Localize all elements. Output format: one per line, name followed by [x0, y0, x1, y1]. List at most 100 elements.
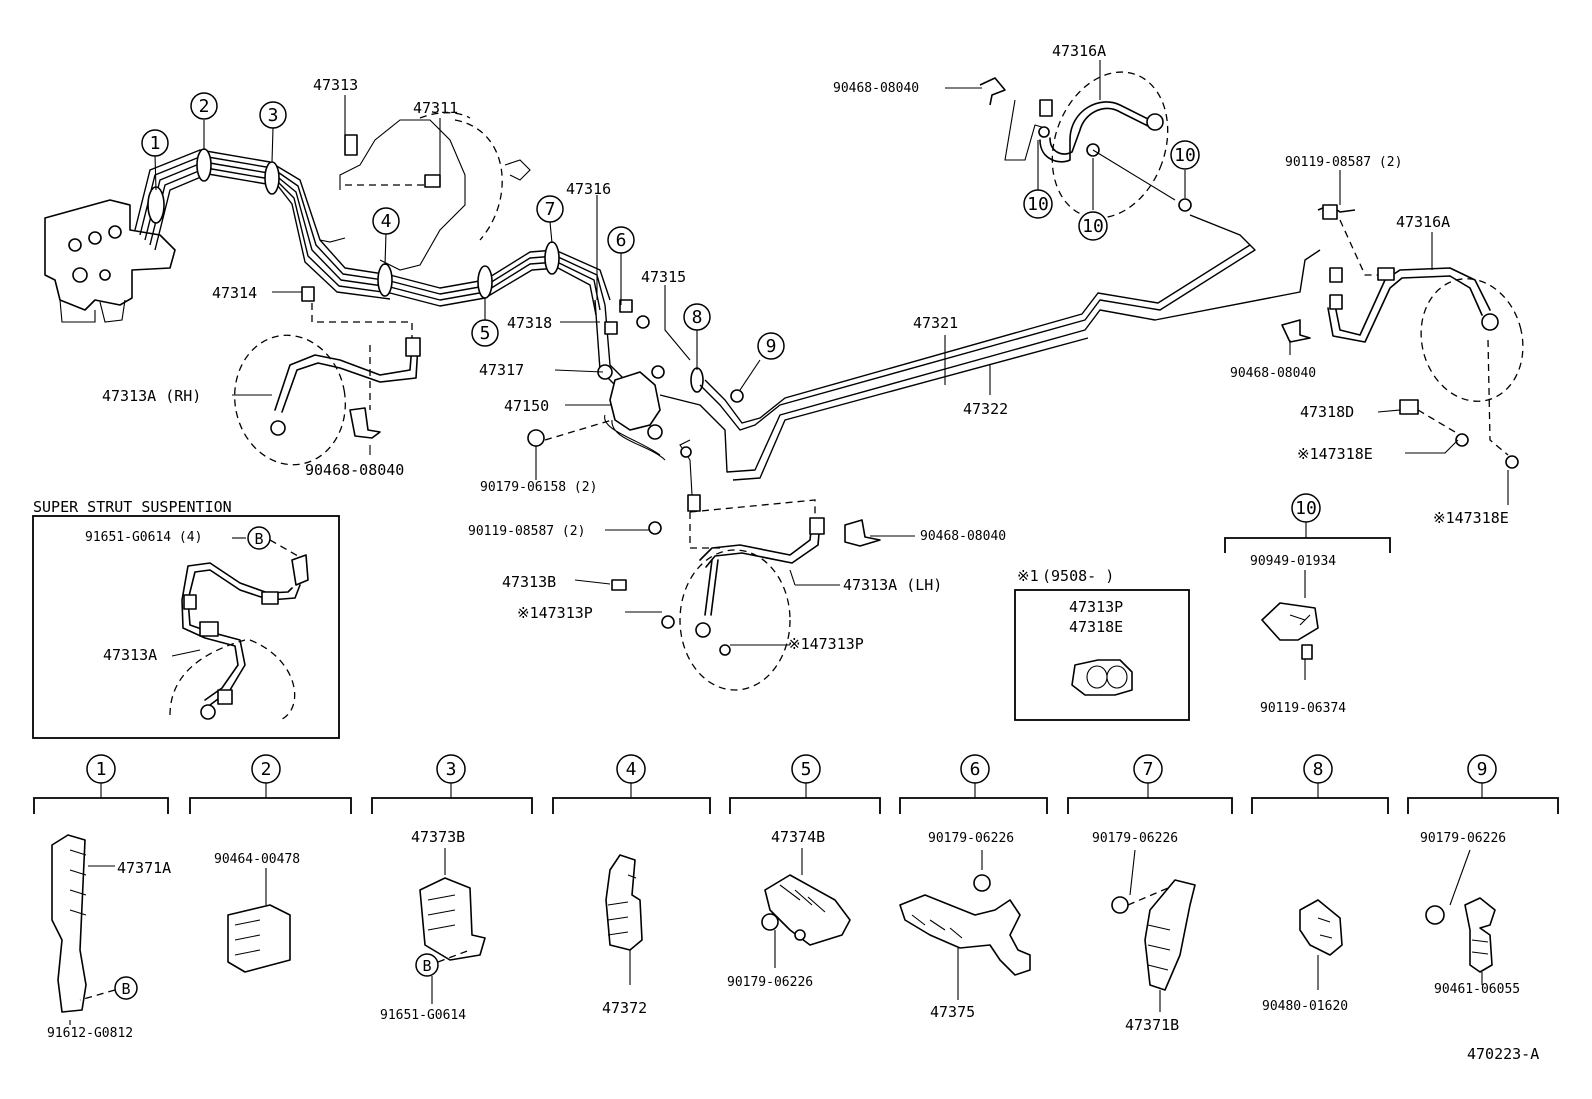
svg-text:8: 8 — [692, 307, 703, 328]
svg-text:(9508- ): (9508- ) — [1042, 567, 1114, 585]
svg-text:3: 3 — [268, 105, 279, 126]
label-90119-08587-b: 90119-08587 (2) — [468, 524, 585, 539]
label-90468-08040-c: 90468-08040 — [1230, 366, 1316, 381]
svg-text:4: 4 — [381, 211, 392, 232]
details-row: 1 47371A B 91612-G0812 2 90464-00478 3 4… — [33, 754, 1559, 1041]
label-47321: 47321 — [913, 314, 958, 332]
label-91651-G0614: 91651-G0614 — [380, 1008, 466, 1023]
svg-text:7: 7 — [1143, 759, 1154, 780]
lh-front-hose — [611, 494, 881, 691]
label-147318E-a: ※147318E — [1297, 445, 1373, 463]
callout-5: 5 — [471, 319, 499, 347]
svg-text:3: 3 — [446, 759, 457, 780]
label-47318D: 47318D — [1300, 403, 1354, 421]
label-47313: 47313 — [313, 76, 358, 94]
label-47311: 47311 — [413, 99, 458, 117]
svg-text:B: B — [121, 980, 130, 998]
label-47313A-rh: 47313A (RH) — [102, 387, 201, 405]
label-90179-06226-c: 90179-06226 — [1092, 831, 1178, 846]
svg-text:8: 8 — [1313, 759, 1324, 780]
detail-10: 10 90949-01934 90119-06374 — [1224, 493, 1391, 716]
callout-7: 7 — [536, 195, 564, 223]
svg-text:9: 9 — [766, 336, 777, 357]
label-47316A-a: 47316A — [1052, 42, 1106, 60]
label-147313P-b: ※147313P — [788, 635, 864, 653]
label-47315: 47315 — [641, 268, 686, 286]
label-47318: 47318 — [507, 314, 552, 332]
label-47322: 47322 — [963, 400, 1008, 418]
svg-text:47318E: 47318E — [1069, 618, 1123, 636]
inset-title: SUPER STRUT SUSPENTION — [33, 498, 232, 516]
detail-6: 6 90179-06226 47375 — [899, 754, 1048, 1021]
svg-text:5: 5 — [801, 759, 812, 780]
label-47313A: 47313A — [103, 646, 157, 664]
main-callouts: 1 2 3 4 5 7 6 8 9 10 10 10 — [141, 92, 1200, 360]
proportioning-valve — [527, 299, 666, 461]
detail-4: 4 47372 — [552, 754, 711, 1017]
svg-text:7: 7 — [545, 199, 556, 220]
detail-5: 5 47374B 90179-06226 — [727, 754, 881, 990]
label-90464-00478: 90464-00478 — [214, 852, 300, 867]
detail-7: 7 90179-06226 47371B — [1067, 754, 1233, 1034]
detail-9: 9 90179-06226 90461-06055 — [1407, 754, 1559, 997]
detail-2: 2 90464-00478 — [189, 754, 352, 973]
label-47375: 47375 — [930, 1003, 975, 1021]
leader-lines — [154, 60, 1509, 646]
marker-b-inset: B — [247, 526, 271, 550]
label-47371B: 47371B — [1125, 1016, 1179, 1034]
callout-9: 9 — [757, 332, 785, 360]
label-47374B: 47374B — [771, 828, 825, 846]
rr-hose — [1281, 204, 1524, 469]
label-90468-08040-b: 90468-08040 — [833, 81, 919, 96]
diagram-id: 470223-A — [1467, 1045, 1539, 1063]
abs-actuator — [44, 199, 176, 323]
svg-text:4: 4 — [626, 759, 637, 780]
svg-text:9: 9 — [1477, 759, 1488, 780]
svg-text:10: 10 — [1082, 216, 1104, 237]
label-90179-06226-b: 90179-06226 — [928, 831, 1014, 846]
brake-booster — [319, 112, 531, 271]
callout-4: 4 — [372, 207, 400, 235]
detail-8: 8 90480-01620 — [1251, 754, 1389, 1014]
label-47316: 47316 — [566, 180, 611, 198]
callout-6: 6 — [607, 226, 635, 254]
super-strut-inset: SUPER STRUT SUSPENTION 91651-G0614 (4) B… — [32, 498, 340, 739]
detail-3: 3 47373B B 91651-G0614 — [371, 754, 533, 1023]
rh-front-hose — [234, 286, 421, 466]
svg-text:10: 10 — [1027, 194, 1049, 215]
callout-2: 2 — [190, 92, 218, 120]
rear-tubes — [659, 198, 1321, 496]
svg-text:10: 10 — [1174, 145, 1196, 166]
label-47314: 47314 — [212, 284, 257, 302]
svg-text:47313P: 47313P — [1069, 598, 1123, 616]
label-90480-01620: 90480-01620 — [1262, 999, 1348, 1014]
label-90468-08040-a: 90468-08040 — [305, 461, 404, 479]
svg-text:6: 6 — [970, 759, 981, 780]
label-90468-08040-d: 90468-08040 — [920, 529, 1006, 544]
label-90119-06374: 90119-06374 — [1260, 701, 1346, 716]
label-90461-06055: 90461-06055 — [1434, 982, 1520, 997]
label-90119-08587-a: 90119-08587 (2) — [1285, 155, 1402, 170]
label-90179-06226-d: 90179-06226 — [1420, 831, 1506, 846]
callout-3: 3 — [259, 101, 287, 129]
label-147313P-a: ※147313P — [517, 604, 593, 622]
label-90179-06226-a: 90179-06226 — [727, 975, 813, 990]
callout-10c: 10 — [1170, 140, 1200, 170]
callout-1: 1 — [141, 129, 169, 157]
label-47316A-b: 47316A — [1396, 213, 1450, 231]
svg-text:※1: ※1 — [1017, 567, 1039, 585]
label-147318E-b: ※147318E — [1433, 509, 1509, 527]
label-91651-G0614-4: 91651-G0614 (4) — [85, 530, 202, 545]
svg-text:5: 5 — [480, 323, 491, 344]
rear-upper-hose — [979, 71, 1176, 219]
label-91612-G0812: 91612-G0812 — [47, 1026, 133, 1041]
label-90179-06158: 90179-06158 (2) — [480, 480, 597, 495]
main-labels: 47313 47311 47314 47313A (RH) 90468-0804… — [102, 42, 1509, 653]
svg-text:6: 6 — [616, 230, 627, 251]
label-47317: 47317 — [479, 361, 524, 379]
label-47150: 47150 — [504, 397, 549, 415]
label-47372: 47372 — [602, 999, 647, 1017]
label-47313B: 47313B — [502, 573, 556, 591]
label-47371A: 47371A — [117, 859, 171, 877]
